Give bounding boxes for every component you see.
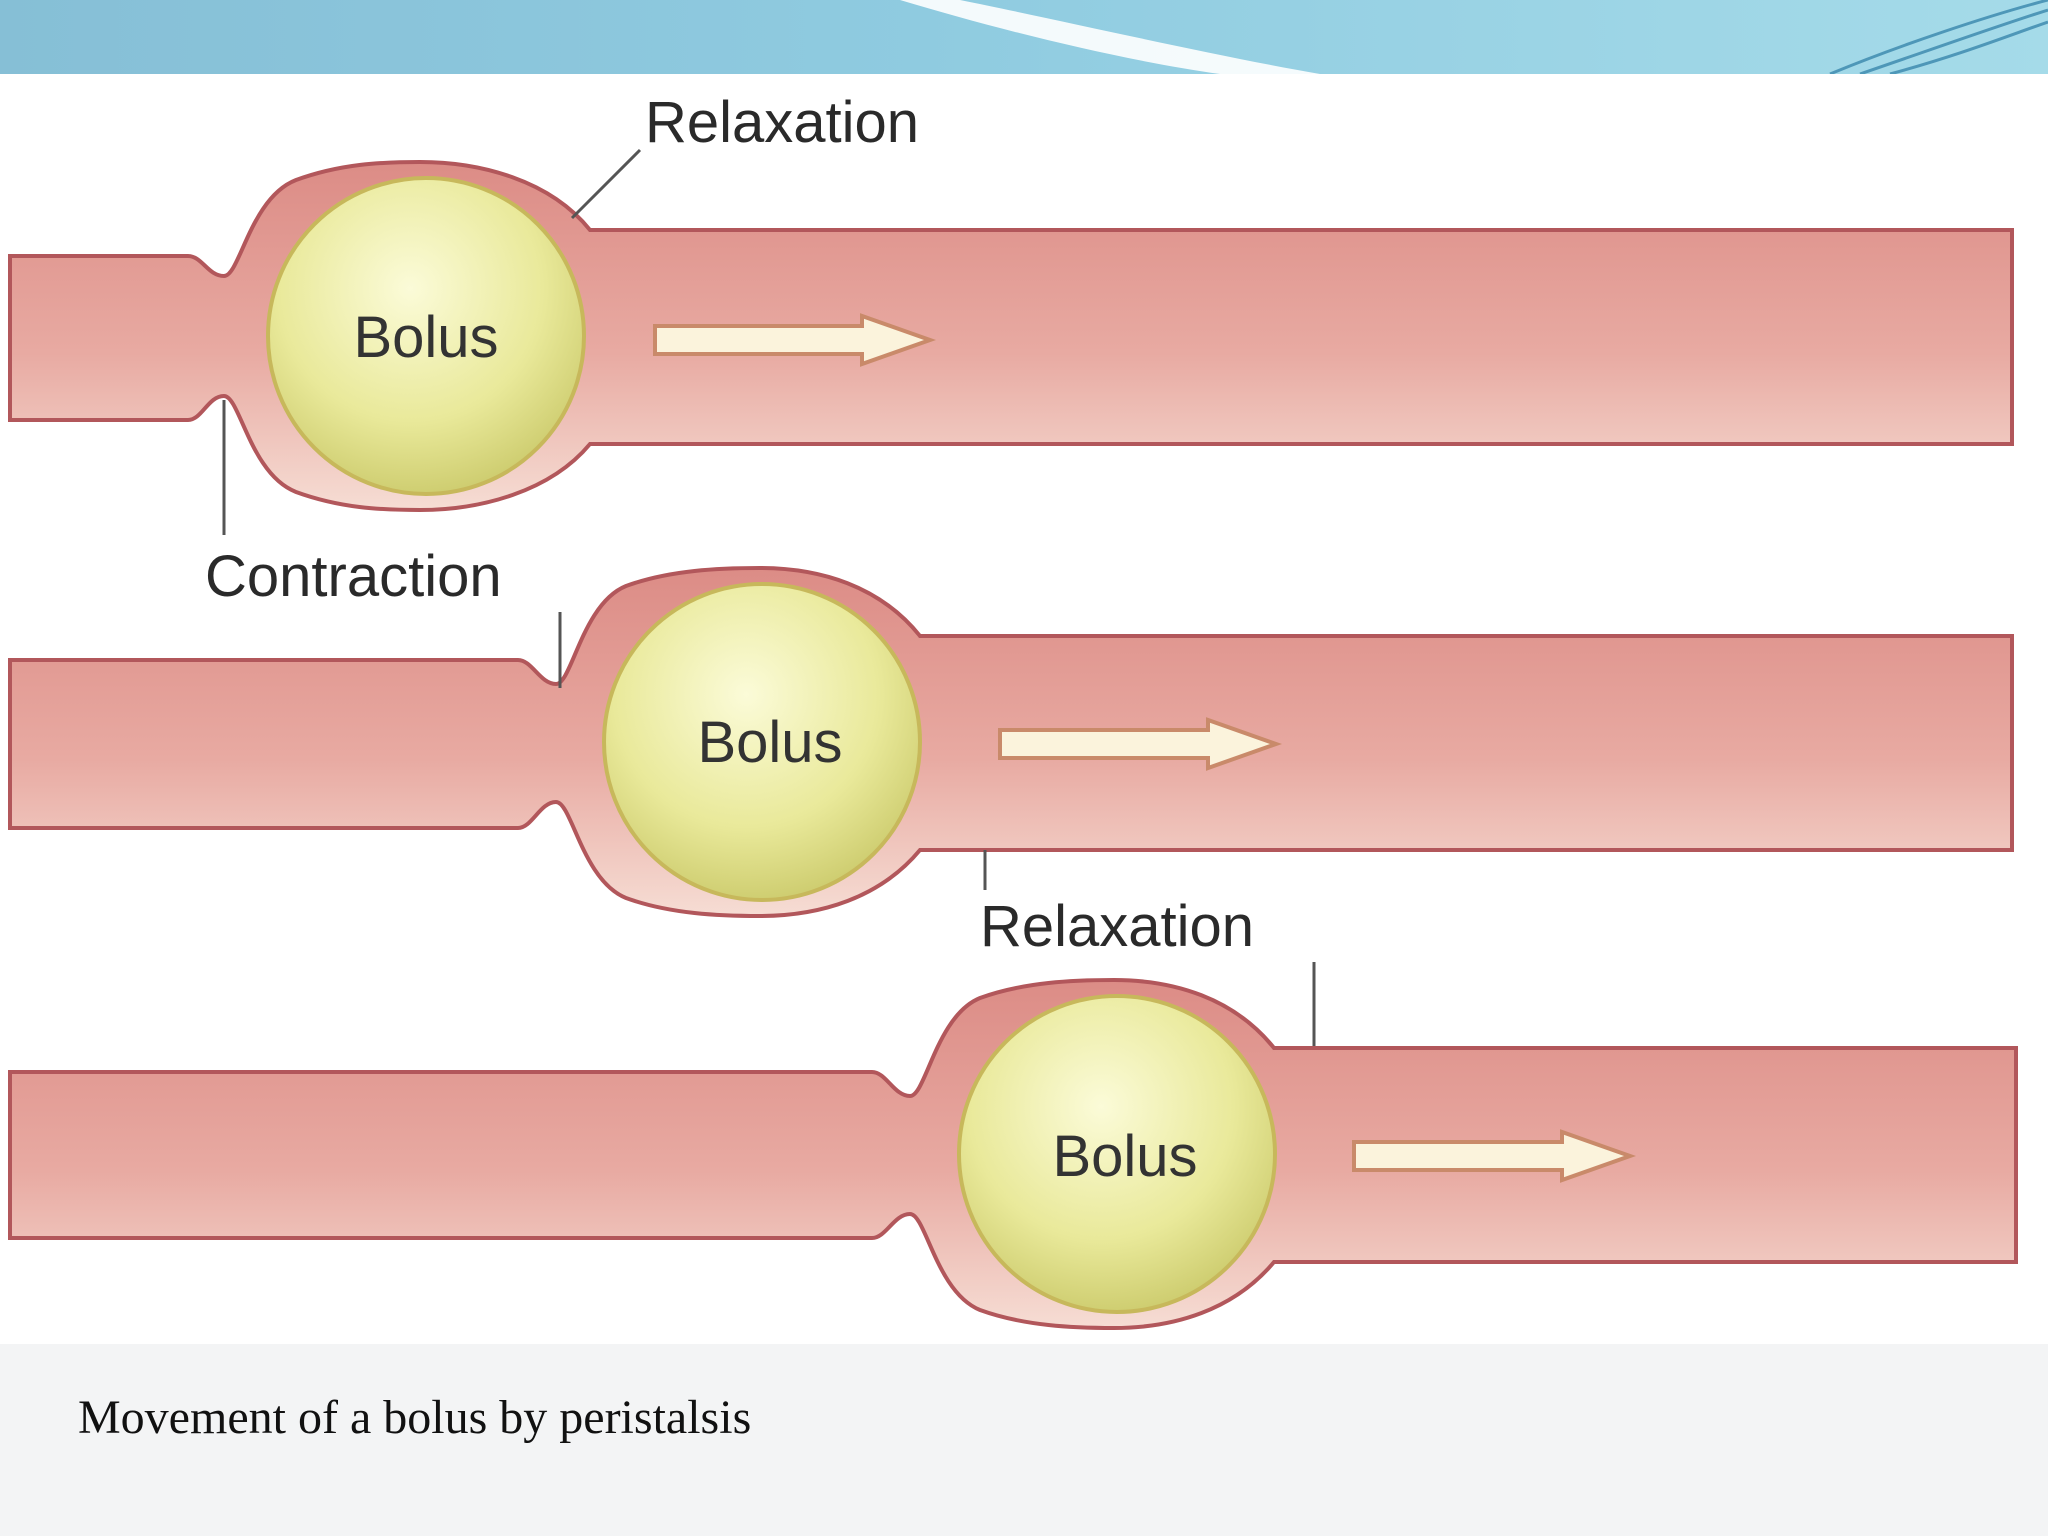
direction-arrow-icon [1352,1129,1637,1183]
leader-line [570,148,642,220]
direction-arrow-icon [653,313,937,367]
bolus-label: Bolus [1052,1124,1197,1189]
tube-row-1: Bolus Relaxation Contraction [8,90,2014,609]
bolus [266,176,586,496]
caption-band [0,1344,2048,1536]
relaxation-label: Relaxation [980,894,1254,959]
contraction-label: Contraction [205,544,502,609]
tube-row-3: Bolus [8,962,2018,1331]
direction-arrow-icon [998,717,1283,771]
bolus-label: Bolus [353,305,498,370]
bolus-label: Bolus [697,710,842,775]
tube-row-2: Bolus Relaxation [8,565,2014,959]
bolus [602,582,922,902]
bolus [957,994,1277,1314]
peristalsis-diagram: Bolus Relaxation Contraction Bolus Relax… [8,90,2018,1331]
diagram-caption: Movement of a bolus by peristalsis [78,1391,752,1444]
slide-header-banner [0,0,2048,74]
relaxation-label: Relaxation [645,90,919,155]
